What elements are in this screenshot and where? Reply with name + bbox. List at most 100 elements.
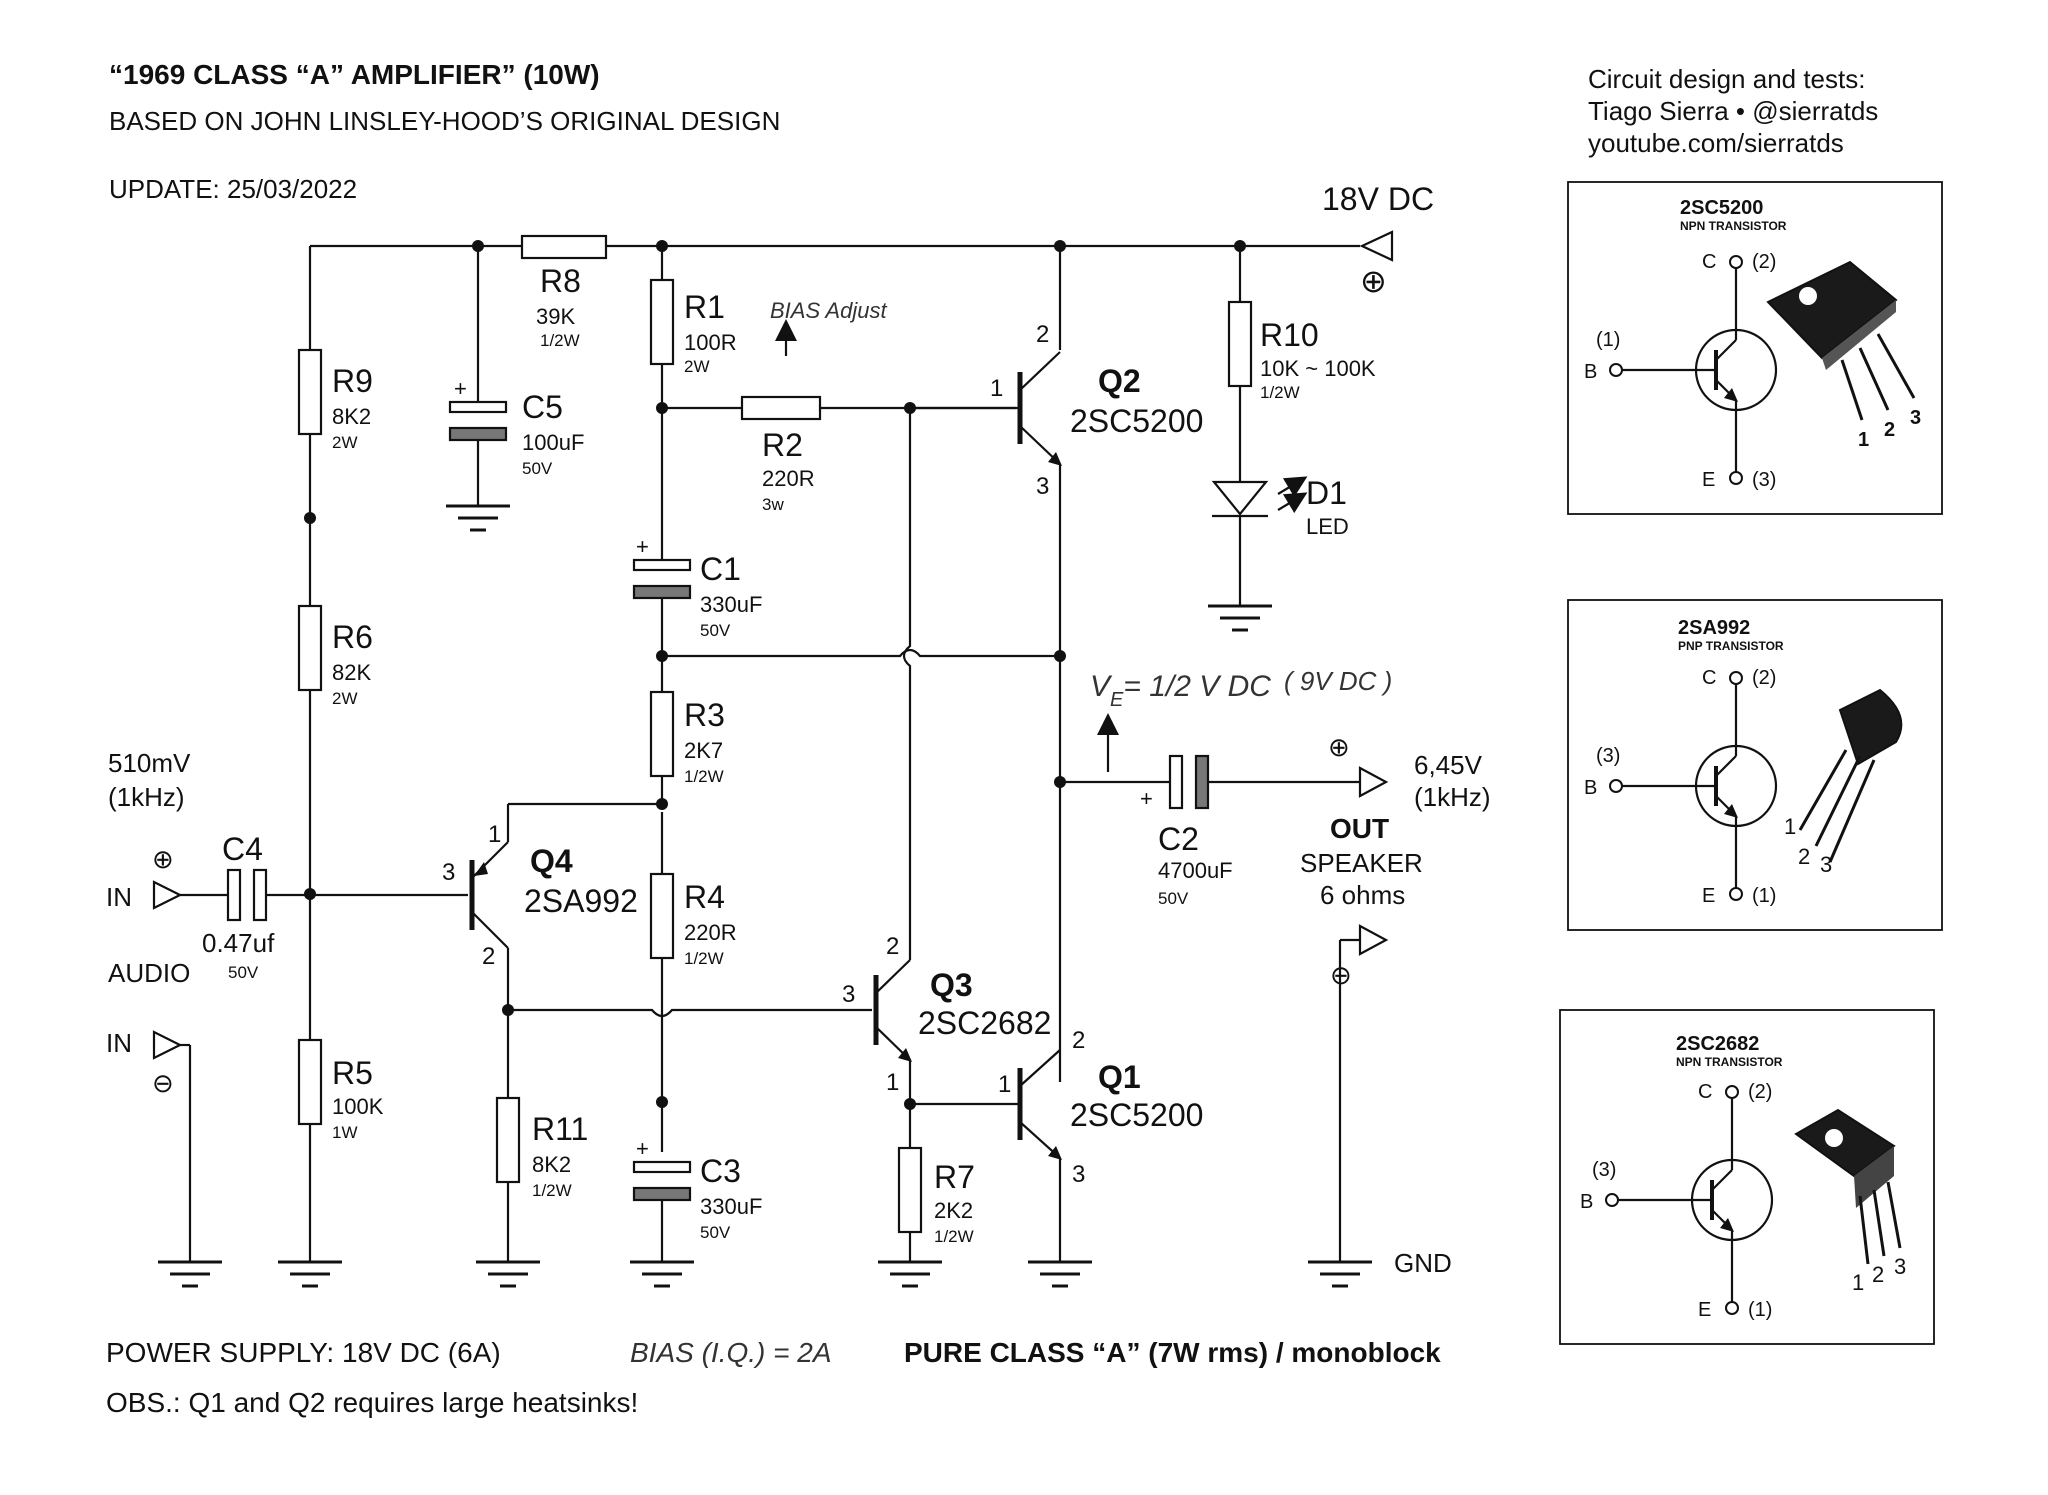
c2-ref: C2 xyxy=(1158,821,1199,857)
r4-ref: R4 xyxy=(684,879,725,915)
input-signal-level: 510mV xyxy=(108,748,191,778)
r9-rating: 2W xyxy=(332,433,358,452)
capacitor-c4 xyxy=(226,868,268,922)
pinout-title: 2SC5200 xyxy=(1680,197,1763,219)
capacitor-c2 xyxy=(1168,754,1210,810)
q2-part: 2SC5200 xyxy=(1070,403,1203,439)
ground-symbol xyxy=(878,1260,942,1288)
d1-ref: D1 xyxy=(1306,475,1347,511)
c1-ref: C1 xyxy=(700,551,741,587)
r1-rating: 2W xyxy=(684,357,710,376)
package-to264-drawing xyxy=(1766,260,1916,421)
c3-plus-mark: + xyxy=(636,1136,649,1161)
r4-value: 220R xyxy=(684,920,737,945)
pinout-title: 2SA992 xyxy=(1678,617,1750,639)
pin-e-number: (1) xyxy=(1752,885,1776,907)
c5-plus-mark: + xyxy=(454,376,467,401)
r11-value: 8K2 xyxy=(532,1152,571,1177)
input-ground-wire xyxy=(158,1043,222,1288)
c1-value: 330uF xyxy=(700,592,762,617)
r7-ref: R7 xyxy=(934,1159,975,1195)
c2-value: 4700uF xyxy=(1158,858,1233,883)
leg-2: 2 xyxy=(1884,419,1895,441)
pin-e-label: E xyxy=(1702,469,1715,491)
r6-value: 82K xyxy=(332,660,371,685)
c2-rating: 50V xyxy=(1158,889,1189,908)
resistor-r4 xyxy=(649,872,675,960)
q4-pin-3: 3 xyxy=(442,859,455,886)
r4-rating: 1/2W xyxy=(684,949,724,968)
q1-pin-1: 1 xyxy=(998,1071,1011,1098)
r10-value: 10K ~ 100K xyxy=(1260,356,1376,381)
r1-value: 100R xyxy=(684,330,737,355)
speaker-label: SPEAKER xyxy=(1300,848,1423,878)
pinout-title: 2SC2682 xyxy=(1676,1033,1759,1055)
bias-adjust-label: BIAS Adjust xyxy=(770,298,887,323)
c4-value: 0.47uf xyxy=(202,928,275,958)
resistor-r9 xyxy=(297,348,323,436)
input-terminal-minus xyxy=(152,1030,183,1060)
pinout-type: PNP TRANSISTOR xyxy=(1678,639,1784,653)
gnd-label: GND xyxy=(1394,1248,1452,1278)
r10-rating: 1/2W xyxy=(1260,383,1300,402)
pin-c-label: C xyxy=(1702,251,1716,273)
input-audio-label: AUDIO xyxy=(108,958,190,988)
ground-symbol xyxy=(476,1260,540,1288)
pinout-type: NPN TRANSISTOR xyxy=(1680,219,1787,233)
r5-value: 100K xyxy=(332,1094,384,1119)
r6-ref: R6 xyxy=(332,619,373,655)
input-signal-freq: (1kHz) xyxy=(108,782,185,812)
pinout-box-2sc5200: 2SC5200 NPN TRANSISTOR C (2) (1) B E (3)… xyxy=(1567,181,1943,515)
heatsink-note: OBS.: Q1 and Q2 requires large heatsinks… xyxy=(106,1387,638,1418)
c1-plus-mark: + xyxy=(636,534,649,559)
leg-3: 3 xyxy=(1910,407,1921,429)
c5-value: 100uF xyxy=(522,430,584,455)
pin-e-number: (1) xyxy=(1748,1299,1772,1321)
output-signal-freq: (1kHz) xyxy=(1414,782,1491,812)
speaker-impedance: 6 ohms xyxy=(1320,880,1405,910)
q1-part: 2SC5200 xyxy=(1070,1097,1203,1133)
resistor-r2 xyxy=(740,395,822,421)
pin-e-number: (3) xyxy=(1752,469,1776,491)
pin-e-label: E xyxy=(1698,1299,1711,1321)
output-terminal-plus xyxy=(1358,766,1389,798)
input-terminal-plus xyxy=(152,880,183,910)
pinout-type: NPN TRANSISTOR xyxy=(1676,1055,1783,1069)
q2-pin-3: 3 xyxy=(1036,473,1049,500)
r3-value: 2K7 xyxy=(684,738,723,763)
resistor-r1 xyxy=(649,278,675,366)
leg-1: 1 xyxy=(1852,1270,1864,1295)
output-label: OUT xyxy=(1330,813,1389,844)
resistor-r10 xyxy=(1227,300,1253,388)
junction-dot xyxy=(656,1096,668,1108)
r6-rating: 2W xyxy=(332,689,358,708)
capacitor-c1 xyxy=(632,558,692,600)
credit-line-1: Circuit design and tests: xyxy=(1588,64,1865,94)
r8-value: 39K xyxy=(536,304,575,329)
pinout-box-2sc2682: 2SC2682 NPN TRANSISTOR C (2) (3) B E (1)… xyxy=(1559,1009,1935,1345)
input-plus-symbol: ⊕ xyxy=(152,844,174,874)
ground-symbol xyxy=(278,1260,342,1288)
c5-ref: C5 xyxy=(522,389,563,425)
q4-pin-2: 2 xyxy=(482,943,495,970)
c3-ref: C3 xyxy=(700,1153,741,1189)
page-title: “1969 CLASS “A” AMPLIFIER” (10W) xyxy=(109,59,600,90)
pin-c-number: (2) xyxy=(1752,251,1776,273)
capacitor-c3 xyxy=(630,1160,694,1288)
bootstrap-wire xyxy=(662,648,1060,658)
q3-collector-wire xyxy=(902,408,912,960)
leg-3: 3 xyxy=(1894,1254,1906,1279)
resistor-r3 xyxy=(649,690,675,778)
resistor-r7 xyxy=(897,1146,923,1234)
leg-1: 1 xyxy=(1784,814,1796,839)
resistor-r6 xyxy=(297,604,323,692)
pinout-box-2sa992: 2SA992 PNP TRANSISTOR C (2) (3) B E (1) … xyxy=(1567,599,1943,931)
supply-voltage-label: 18V DC xyxy=(1322,181,1434,217)
pin-b-number: (3) xyxy=(1596,745,1620,767)
page-subtitle: BASED ON JOHN LINSLEY-HOOD’S ORIGINAL DE… xyxy=(109,106,780,136)
leg-3: 3 xyxy=(1820,852,1832,877)
r11-rating: 1/2W xyxy=(532,1181,572,1200)
r3-ref: R3 xyxy=(684,697,725,733)
resistor-r11 xyxy=(495,1096,521,1184)
output-terminal-minus xyxy=(1358,924,1389,956)
